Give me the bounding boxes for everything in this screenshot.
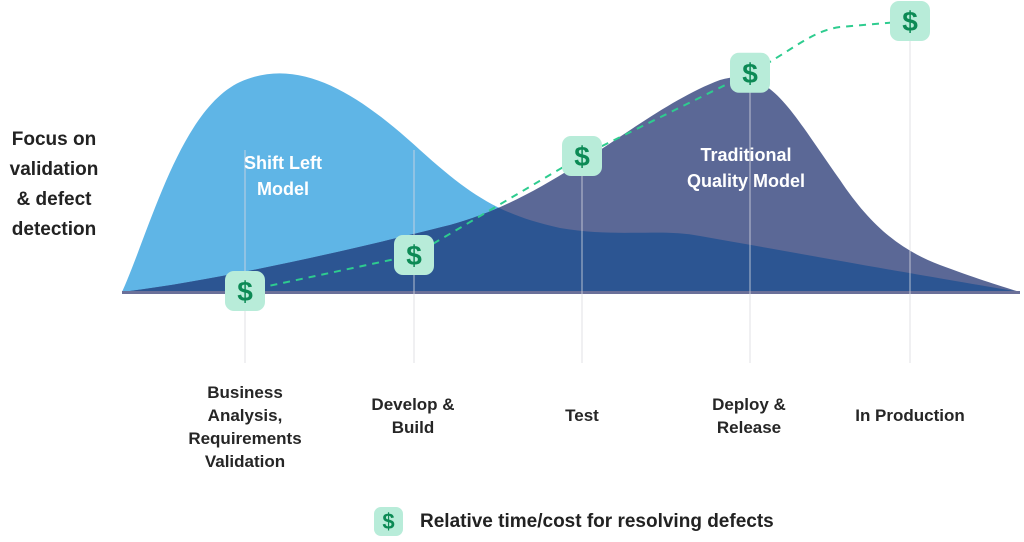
marker-background — [890, 1, 930, 41]
marker-background — [225, 271, 265, 311]
marker-background — [730, 52, 770, 93]
dollar-icon: $ — [742, 58, 758, 89]
shift-left-model-label: Shift Left Model — [213, 150, 353, 202]
marker-background — [562, 136, 602, 176]
y-axis-label-line: Focus on — [11, 129, 97, 150]
traditional-model-label: Traditional Quality Model — [666, 142, 826, 194]
stage-label-line: Validation — [204, 452, 286, 471]
legend-label: Relative time/cost for resolving defects — [420, 510, 774, 532]
dollar-icon: $ — [374, 507, 403, 536]
model-label-line: Quality Model — [686, 171, 805, 191]
cost-marker-test: $ — [562, 136, 602, 176]
dollar-icon: $ — [902, 6, 918, 37]
stage-label-line: Analysis, — [207, 406, 283, 425]
stage-label-in-production: In Production — [830, 404, 990, 427]
stage-label-line: Release — [716, 418, 782, 437]
cost-marker-develop-build: $ — [394, 235, 434, 275]
cost-marker-deploy-release: $ — [730, 52, 770, 93]
stage-label-line: Develop & — [371, 395, 455, 414]
stage-label-line: Deploy & — [712, 395, 786, 414]
stage-label-business-analysis: Business Analysis, Requirements Validati… — [165, 381, 325, 473]
dollar-icon: $ — [237, 276, 253, 307]
stage-label-deploy-release: Deploy & Release — [669, 393, 829, 439]
y-axis-label-line: & defect — [16, 189, 92, 210]
traditional-area — [122, 77, 1020, 292]
cost-trend-line — [244, 20, 911, 292]
cost-marker-in-production: $ — [890, 1, 930, 41]
model-label-line: Shift Left — [244, 153, 322, 173]
stage-label-line: Business — [207, 383, 283, 402]
model-label-line: Model — [257, 179, 309, 199]
cost-marker-business-analysis: $ — [225, 271, 265, 311]
legend: $ Relative time/cost for resolving defec… — [374, 507, 774, 536]
dollar-icon: $ — [406, 240, 422, 271]
stage-label-line: In Production — [855, 406, 965, 425]
dollar-icon: $ — [574, 141, 590, 172]
y-axis-label-line: validation — [9, 159, 99, 180]
baseline-axis — [122, 291, 1020, 294]
marker-background — [394, 235, 434, 275]
cost-markers: $ $ $ $ $ — [225, 1, 930, 311]
shift-left-area — [122, 73, 1020, 293]
stage-label-develop-build: Develop & Build — [333, 393, 493, 439]
stage-label-test: Test — [502, 404, 662, 427]
model-label-line: Traditional — [700, 145, 792, 165]
stage-label-line: Build — [391, 418, 435, 437]
y-axis-label: Focus on validation & defect detection — [0, 125, 108, 245]
stage-label-line: Requirements — [188, 429, 302, 448]
stage-label-line: Test — [565, 406, 599, 425]
y-axis-label-line: detection — [11, 219, 97, 240]
